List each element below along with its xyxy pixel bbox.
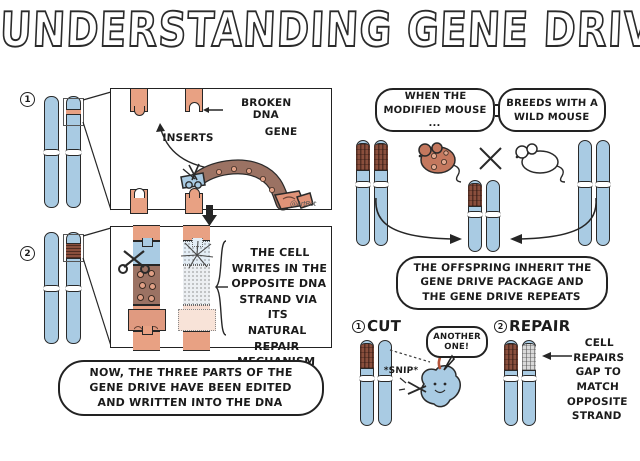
white-mouse-icon xyxy=(515,143,566,183)
centromere xyxy=(43,149,60,156)
centromere xyxy=(373,181,389,188)
curved-arrow-left-icon xyxy=(510,197,597,244)
repair-step-number: 2 xyxy=(494,319,507,333)
repair-step-label: REPAIR xyxy=(508,317,571,335)
cut-step-header: 1 CUT xyxy=(352,317,402,335)
centromere xyxy=(485,211,501,218)
bubble-connector xyxy=(495,104,500,117)
cut-step-number: 1 xyxy=(352,319,365,333)
down-arrow-icon xyxy=(202,205,217,226)
chromosome-left xyxy=(577,140,593,246)
zoom-selection-box xyxy=(63,98,84,126)
gene-snake-icon xyxy=(180,159,314,211)
repair-step-header: 2 REPAIR xyxy=(494,317,571,335)
broken-dna-line-1: BROKEN xyxy=(240,97,292,109)
centromere xyxy=(65,285,82,292)
broken-dna-line-2: DNA xyxy=(252,108,280,121)
writing-sparkle-icon xyxy=(180,240,214,269)
zoom-leader-lines xyxy=(82,91,112,211)
chromosome-right xyxy=(485,180,501,252)
wild-chromosome-pair-icon xyxy=(577,140,614,246)
chromosome-right xyxy=(521,340,537,426)
chromosome-left xyxy=(355,140,371,246)
gene-drive-region xyxy=(360,343,374,369)
bubble-tail xyxy=(443,354,456,371)
scissors-icon xyxy=(118,250,150,274)
centromere xyxy=(595,181,611,188)
gene-drive-region xyxy=(468,183,482,207)
arrow-left-icon xyxy=(203,107,223,113)
gene-label: GENE xyxy=(264,126,298,138)
centromere xyxy=(43,285,60,292)
panel-2-caption: THE CELL WRITES IN THE OPPOSITE DNA STRA… xyxy=(231,246,328,368)
speech-bubble-wild-mouse: BREEDS WITH A WILD MOUSE xyxy=(498,88,606,132)
summary-bubble: NOW, THE THREE PARTS OF THE GENE DRIVE H… xyxy=(58,360,324,416)
speech-bubble-wild-text: BREEDS WITH A WILD MOUSE xyxy=(506,97,599,123)
gene-drive-region xyxy=(356,143,370,171)
chromosome-pair-icon-2 xyxy=(43,228,88,346)
page-title: UNDERSTANDING GENE DRIVES II xyxy=(0,2,640,59)
dna-strand-solid-icon xyxy=(127,225,166,351)
centromere xyxy=(377,375,393,382)
panel-1-magnified-view: BROKEN DNA INSERTS GENE xyxy=(110,88,332,214)
gene-drive-band xyxy=(66,243,81,259)
cut-step-label: CUT xyxy=(366,317,402,335)
artist-signature: @ArtBot xyxy=(290,200,316,208)
zoom-leader-lines-2 xyxy=(82,227,112,347)
speech-bubble-modified-mouse: WHEN THE MODIFIED MOUSE ... xyxy=(375,88,495,132)
curly-bracket-icon xyxy=(214,240,228,336)
centromere xyxy=(65,149,82,156)
strand-seg-gene xyxy=(132,265,160,305)
chromosome-left xyxy=(503,340,519,426)
panel-2-magnified-view: THE CELL WRITES IN THE OPPOSITE DNA STRA… xyxy=(110,225,332,368)
zoom-selection-box xyxy=(63,234,84,262)
gene-drive-region xyxy=(504,343,518,371)
centromere xyxy=(521,375,537,382)
chromosome-left xyxy=(467,180,483,252)
arrow-left-icon-repair xyxy=(542,352,572,360)
step-number-2: 2 xyxy=(20,246,35,261)
curved-arrow-right-icon xyxy=(375,197,462,244)
broken-dna-label: BROKEN DNA xyxy=(223,97,310,122)
chromosome-pair-icon xyxy=(43,92,88,210)
centromere xyxy=(503,375,519,382)
modified-chromosome-pair-icon xyxy=(355,140,392,246)
ghost-seg-gene xyxy=(182,265,210,305)
centromere xyxy=(577,181,593,188)
summary-bubble-text: NOW, THE THREE PARTS OF THE GENE DRIVE H… xyxy=(89,366,294,410)
another-one-text: ANOTHER ONE! xyxy=(433,331,482,352)
ghost-seg-package xyxy=(177,305,216,331)
gene-band xyxy=(66,109,81,115)
chromosome-right xyxy=(65,232,82,344)
chromosome-left xyxy=(43,96,60,208)
repaired-chromosome-pair-icon xyxy=(503,340,538,426)
centromere xyxy=(467,211,483,218)
step-number-1: 1 xyxy=(20,92,35,107)
offspring-bubble-text: THE OFFSPRING INHERIT THE GENE DRIVE PAC… xyxy=(413,262,592,304)
cross-symbol-icon xyxy=(479,147,502,170)
offspring-chromosome-pair-icon xyxy=(467,180,502,252)
another-one-bubble: ANOTHER ONE! xyxy=(426,326,488,358)
chromosome-left xyxy=(43,232,60,344)
ghost-seg-salmon-bottom xyxy=(182,331,210,351)
chromosome-right xyxy=(377,340,393,426)
guide-rna-icon xyxy=(389,349,431,363)
gene-drive-region-copying xyxy=(522,343,536,371)
chromosome-right xyxy=(373,140,389,246)
cut-chromosome-pair-icon xyxy=(359,340,394,426)
offspring-bubble: THE OFFSPRING INHERIT THE GENE DRIVE PAC… xyxy=(396,256,608,310)
gene-drive-region xyxy=(374,143,388,171)
chromosome-right xyxy=(65,96,82,208)
chromosome-left xyxy=(359,340,375,426)
speech-bubble-modified-text: WHEN THE MODIFIED MOUSE ... xyxy=(383,90,487,129)
centromere xyxy=(359,375,375,382)
spotted-mouse-icon xyxy=(418,142,462,183)
chromosome-right xyxy=(595,140,611,246)
page-title-text: UNDERSTANDING GENE DRIVES II xyxy=(0,2,640,59)
centromere xyxy=(355,181,371,188)
repair-caption: CELL REPAIRS GAP TO MATCH OPPOSITE STRAN… xyxy=(566,337,628,423)
